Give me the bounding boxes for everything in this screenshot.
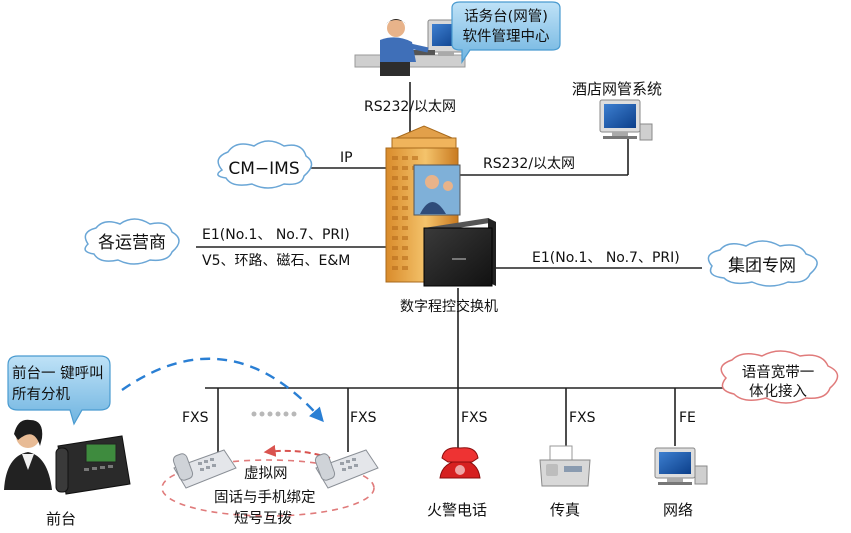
- port-label-fxs-4: FXS: [569, 410, 596, 426]
- cloud-broadband-line1: 语音宽带一: [742, 364, 815, 381]
- virtual-net-ring: [161, 459, 375, 517]
- connection-lines: [196, 82, 725, 455]
- port-label-fe: FE: [679, 410, 696, 426]
- ellipsis-dots: [251, 411, 297, 417]
- label-virtual-net: 虚拟网: [244, 465, 288, 482]
- port-label-fxs-2: FXS: [350, 410, 377, 426]
- label-network: 网络: [663, 501, 693, 519]
- pbx-icon: [423, 218, 496, 287]
- network-computer-icon: [654, 447, 708, 485]
- cloud-broadband: 语音宽带一 体化接入: [720, 350, 839, 404]
- hotline-callout: 前台一 键呼叫 所有分机: [7, 355, 111, 426]
- cloud-private-label: 集团专网: [728, 256, 796, 276]
- label-link-private: E1(No.1、 No.7、PRI): [532, 250, 680, 266]
- port-label-fxs-1: FXS: [182, 410, 209, 426]
- ip-phone-1-icon: [172, 449, 237, 489]
- operator-console-icon: [354, 19, 466, 76]
- cloud-broadband-line2: 体化接入: [749, 383, 807, 400]
- label-binding-1: 固话与手机绑定: [214, 489, 316, 506]
- label-front-desk: 前台: [46, 510, 76, 528]
- front-desk-person-icon: [4, 419, 52, 490]
- label-carriers-1: E1(No.1、 No.7、PRI): [202, 227, 350, 243]
- label-carriers-2: V5、环路、磁石、E&M: [202, 253, 350, 269]
- label-fire-phone: 火警电话: [427, 501, 487, 519]
- label-fax: 传真: [550, 501, 580, 519]
- console-subtitle: 软件管理中心: [463, 28, 550, 45]
- bubble-line1: 前台一 键呼叫: [12, 365, 104, 382]
- bubble-line2: 所有分机: [12, 386, 70, 403]
- label-pbx: 数字程控交换机: [400, 298, 498, 315]
- hotline-arrow: [121, 357, 324, 423]
- cloud-cmims-label: CM−IMS: [228, 159, 299, 179]
- console-title: 话务台(网管): [464, 8, 548, 25]
- hotel-computer-icon: [599, 99, 653, 141]
- fire-phone-icon: [439, 447, 481, 479]
- front-desk-phone-icon: [55, 435, 131, 495]
- label-binding-2: 短号互拨: [234, 510, 292, 527]
- cloud-carriers: 各运营商: [84, 218, 180, 265]
- label-hotel-mgmt: 酒店网管系统: [572, 80, 662, 98]
- console-callout: 话务台(网管) 软件管理中心: [451, 1, 561, 64]
- fax-machine-icon: [539, 445, 591, 487]
- port-label-fxs-3: FXS: [461, 410, 488, 426]
- label-link-ip: IP: [340, 150, 353, 166]
- cloud-carriers-label: 各运营商: [98, 233, 166, 253]
- cloud-cmims: CM−IMS: [217, 140, 313, 189]
- cloud-private: 集团专网: [707, 240, 818, 287]
- label-link-top: RS232/以太网: [364, 99, 456, 115]
- label-link-hotel: RS232/以太网: [483, 156, 575, 172]
- ip-phone-2-icon: [314, 449, 379, 489]
